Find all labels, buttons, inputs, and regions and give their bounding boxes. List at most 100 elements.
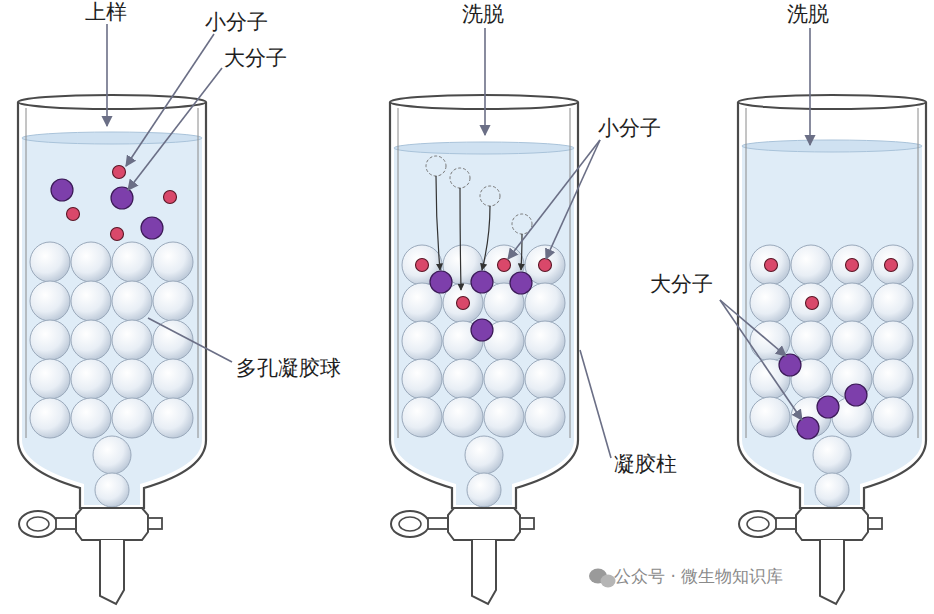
- liquid-surface: [394, 142, 574, 154]
- large-molecule: [111, 187, 133, 209]
- gel-bead: [153, 242, 193, 282]
- large-molecule: [510, 272, 532, 294]
- stopcock-handle: [19, 511, 57, 537]
- label: 大分子: [224, 46, 287, 70]
- label: 上样: [85, 0, 127, 24]
- label: 多孔凝胶球: [236, 356, 341, 380]
- large-molecule: [141, 217, 163, 239]
- large-molecule: [845, 384, 867, 406]
- gel-bead: [484, 359, 524, 399]
- gel-bead: [525, 359, 565, 399]
- gel-bead: [873, 397, 913, 437]
- gel-bead: [71, 242, 111, 282]
- gel-bead: [525, 397, 565, 437]
- stopcock-stem: [148, 518, 162, 529]
- gel-bead: [815, 473, 849, 507]
- small-molecule: [111, 228, 124, 241]
- column-rim: [18, 95, 206, 109]
- gel-bead: [402, 397, 442, 437]
- gel-bead: [750, 283, 790, 323]
- wall-inner: [398, 108, 570, 438]
- small-molecule: [416, 259, 429, 272]
- glass-column: [390, 95, 578, 604]
- column-rim: [738, 95, 926, 109]
- label: 小分子: [598, 116, 661, 140]
- column-rim: [390, 95, 578, 109]
- gel-bead: [750, 245, 790, 285]
- wechat-icon: [589, 569, 616, 588]
- gel-bead: [93, 436, 131, 474]
- gel-bead: [71, 398, 111, 438]
- large-molecule: [430, 271, 452, 293]
- large-molecule: [779, 354, 801, 376]
- small-molecule: [164, 191, 177, 204]
- column-wall: [18, 102, 206, 508]
- gel-bead: [30, 398, 70, 438]
- gel-bead: [813, 436, 851, 474]
- gel-bead: [791, 245, 831, 285]
- label: 大分子: [650, 272, 713, 296]
- stopcock-body: [448, 508, 520, 540]
- gel-bead: [791, 321, 831, 361]
- stopcock-body: [76, 508, 148, 540]
- gel-bead: [112, 359, 152, 399]
- small-molecule: [806, 297, 819, 310]
- column-wall: [738, 102, 926, 508]
- gel-bead: [112, 242, 152, 282]
- label: 洗脱: [462, 2, 504, 26]
- gel-bead: [95, 473, 129, 507]
- gel-bead: [465, 436, 503, 474]
- stopcock-handle: [399, 517, 421, 531]
- gel-bead: [750, 397, 790, 437]
- gel-bead: [71, 281, 111, 321]
- liquid-surface: [22, 132, 202, 144]
- gel-bead: [112, 281, 152, 321]
- gel-bead: [30, 242, 70, 282]
- motion-arrow: [460, 188, 461, 290]
- molecule-trace: [426, 156, 446, 176]
- motion-arrow: [436, 176, 440, 270]
- small-molecule: [498, 259, 511, 272]
- stopcock-handle: [27, 517, 49, 531]
- large-molecule: [471, 271, 493, 293]
- large-molecule: [471, 319, 493, 341]
- gel-bead: [153, 359, 193, 399]
- gel-bead: [30, 281, 70, 321]
- gel-bead: [873, 245, 913, 285]
- molecule-trace: [450, 168, 470, 188]
- gel-bead: [153, 398, 193, 438]
- small-molecule: [885, 259, 898, 272]
- gel-bead: [443, 359, 483, 399]
- gel-bead: [525, 321, 565, 361]
- gel-bead: [525, 283, 565, 323]
- label: 洗脱: [787, 2, 829, 26]
- small-molecule: [457, 297, 470, 310]
- gel-bead: [791, 283, 831, 323]
- large-molecule: [817, 396, 839, 418]
- wall-inner: [26, 108, 198, 438]
- small-molecule: [765, 259, 778, 272]
- gel-bead: [112, 320, 152, 360]
- gel-bead: [402, 321, 442, 361]
- gel-bead: [112, 398, 152, 438]
- gel-bead: [153, 320, 193, 360]
- column-wall: [390, 102, 578, 508]
- small-molecule: [539, 259, 552, 272]
- outlet-tip: [100, 540, 124, 604]
- watermark: 公众号 · 微生物知识库: [614, 567, 783, 587]
- wall-inner: [746, 108, 918, 438]
- gel-bead: [30, 320, 70, 360]
- stopcock-handle: [391, 511, 429, 537]
- gel-bead: [467, 473, 501, 507]
- gel-bead: [832, 321, 872, 361]
- gel-bead: [443, 397, 483, 437]
- gel-bead: [71, 359, 111, 399]
- glass-column: [738, 95, 926, 604]
- motion-arrow: [521, 234, 522, 270]
- small-molecule: [67, 208, 80, 221]
- label: 小分子: [205, 10, 268, 34]
- buffer-liquid: [394, 148, 574, 505]
- stopcock-stem: [868, 518, 882, 529]
